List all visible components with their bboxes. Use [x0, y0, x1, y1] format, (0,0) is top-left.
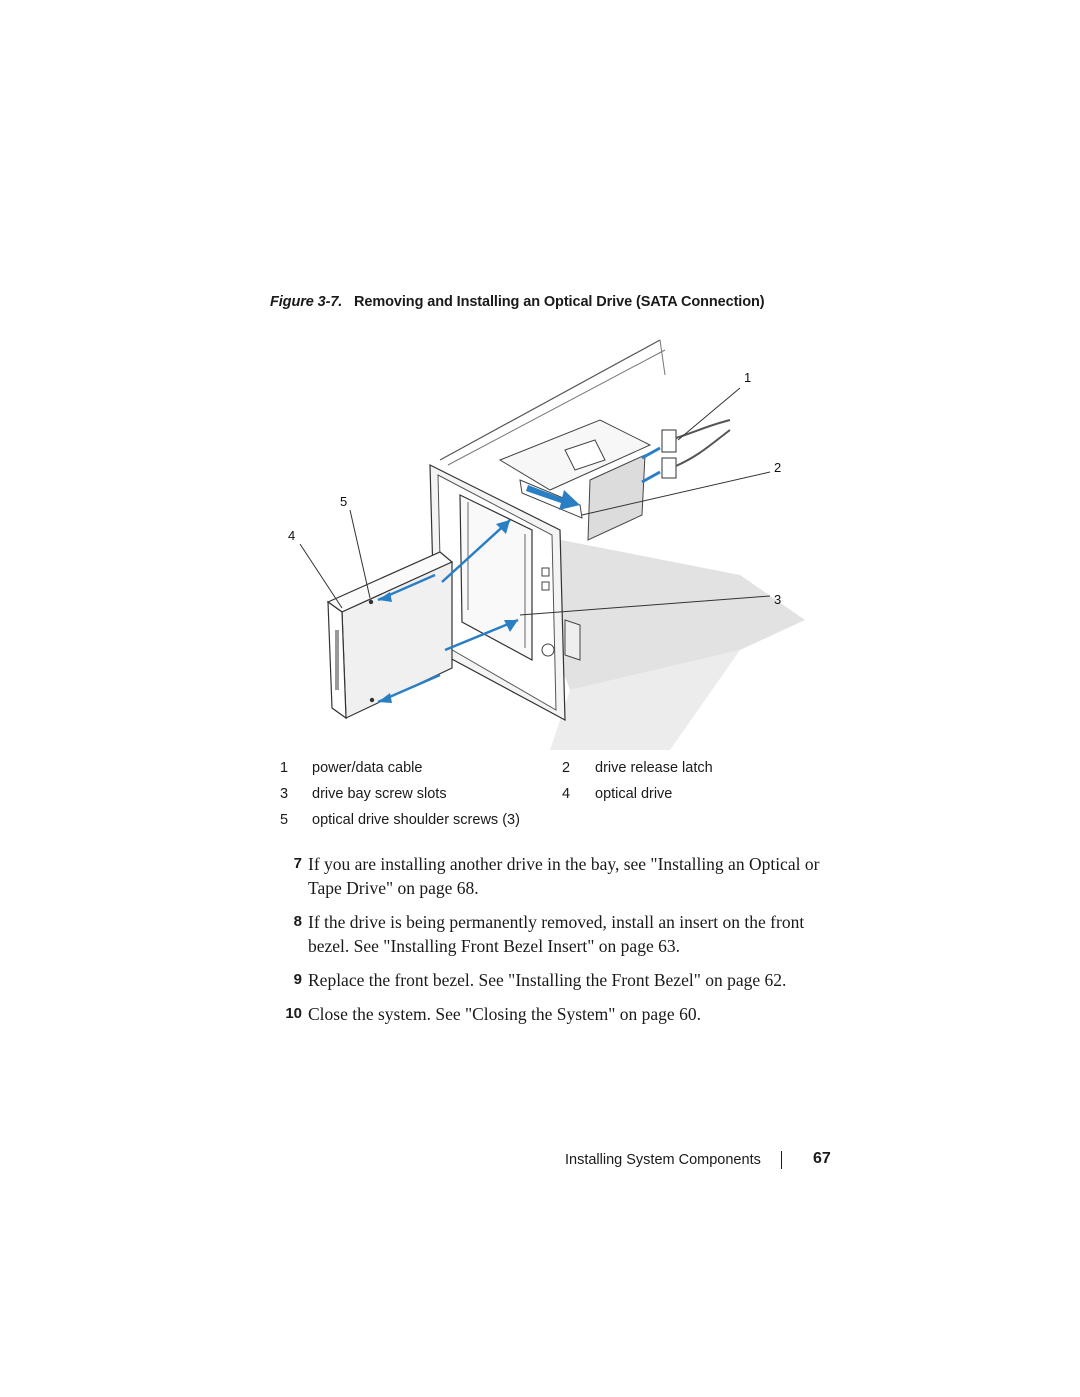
drive-tray-slot — [335, 630, 339, 690]
step-number: 10 — [285, 1005, 302, 1022]
chassis-shadow-lower — [550, 650, 740, 750]
step-number: 7 — [293, 855, 302, 872]
step-item: 9 Replace the front bezel. See "Installi… — [276, 968, 836, 992]
latch-direction-arrow — [526, 485, 580, 510]
chassis-side-tab — [564, 619, 581, 661]
leader-line-2 — [581, 471, 771, 516]
legend-number: 3 — [280, 786, 289, 802]
page-number: 67 — [813, 1150, 831, 1167]
chassis-top-edge — [439, 339, 661, 461]
procedure-steps: 7 If you are installing another drive in… — [276, 852, 836, 1036]
callout-3: 3 — [774, 592, 781, 607]
leader-line-4 — [299, 543, 343, 609]
leader-line-1 — [677, 387, 741, 441]
bezel-slot-2 — [541, 581, 550, 591]
callout-1: 1 — [744, 370, 751, 385]
legend-row: 1 power/data cable 2 drive release latch — [276, 760, 836, 786]
drive-rear-block — [587, 454, 646, 541]
leader-line-5 — [349, 509, 371, 599]
leader-line-3 — [519, 595, 771, 616]
step-text: Replace the front bezel. See "Installing… — [308, 970, 787, 990]
data-connector — [661, 457, 677, 479]
legend-text: optical drive — [595, 786, 673, 802]
callout-2: 2 — [774, 460, 781, 475]
optical-drive-illustration: 1 2 3 4 5 — [270, 330, 810, 760]
footer-divider — [781, 1151, 782, 1169]
remove-arrow-bottom-head — [378, 693, 392, 703]
step-item: 7 If you are installing another drive in… — [276, 852, 836, 900]
chassis-rear-edge — [659, 339, 666, 376]
legend-text: drive release latch — [595, 760, 713, 776]
chassis-top-inner-edge — [447, 349, 666, 466]
legend-row: 3 drive bay screw slots 4 optical drive — [276, 786, 836, 812]
power-connector — [661, 429, 677, 453]
step-item: 10 Close the system. See "Closing the Sy… — [276, 1002, 836, 1026]
step-number: 8 — [293, 913, 302, 930]
bezel-button — [541, 643, 555, 657]
legend-text: drive bay screw slots — [312, 786, 447, 802]
legend-text: power/data cable — [312, 760, 423, 776]
shoulder-screw-top — [368, 599, 374, 605]
insert-arrow-mid-head — [504, 620, 518, 632]
figure-label: Figure 3-7. — [270, 294, 343, 310]
legend-number: 2 — [562, 760, 571, 776]
connector-arrow-1 — [641, 446, 661, 460]
chassis-shadow — [510, 530, 805, 690]
figure-title: Removing and Installing an Optical Drive… — [354, 294, 765, 310]
figure-legend: 1 power/data cable 2 drive release latch… — [276, 760, 836, 838]
remove-arrow-top-head — [378, 592, 392, 602]
step-item: 8 If the drive is being permanently remo… — [276, 910, 836, 958]
legend-text: optical drive shoulder screws (3) — [312, 812, 520, 828]
bezel-slot-1 — [541, 567, 550, 577]
shoulder-screw-bottom — [369, 697, 375, 703]
drive-bay-opening — [459, 494, 533, 662]
figure-caption: Figure 3-7. Removing and Installing an O… — [270, 294, 830, 310]
step-text: If you are installing another drive in t… — [308, 854, 820, 898]
insert-arrow-mid-line — [444, 618, 519, 652]
legend-row: 5 optical drive shoulder screws (3) — [276, 812, 836, 838]
illustration-svg: 1 2 3 4 5 — [288, 339, 805, 750]
legend-number: 1 — [280, 760, 289, 776]
page-footer: Installing System Components 67 — [560, 1150, 840, 1172]
connector-arrow-2 — [641, 470, 661, 484]
data-cable — [675, 429, 731, 467]
callout-4: 4 — [288, 528, 295, 543]
footer-section-title: Installing System Components — [565, 1152, 761, 1168]
insert-arrow-top-head — [496, 520, 510, 534]
step-text: Close the system. See "Closing the Syste… — [308, 1004, 701, 1024]
legend-number: 5 — [280, 812, 289, 828]
step-text: If the drive is being permanently remove… — [308, 912, 805, 956]
power-cable — [675, 419, 731, 439]
cage-latch-plate — [564, 439, 606, 471]
insert-arrow-top-line — [441, 519, 511, 583]
step-number: 9 — [293, 971, 302, 988]
legend-number: 4 — [562, 786, 571, 802]
callout-5: 5 — [340, 494, 347, 509]
